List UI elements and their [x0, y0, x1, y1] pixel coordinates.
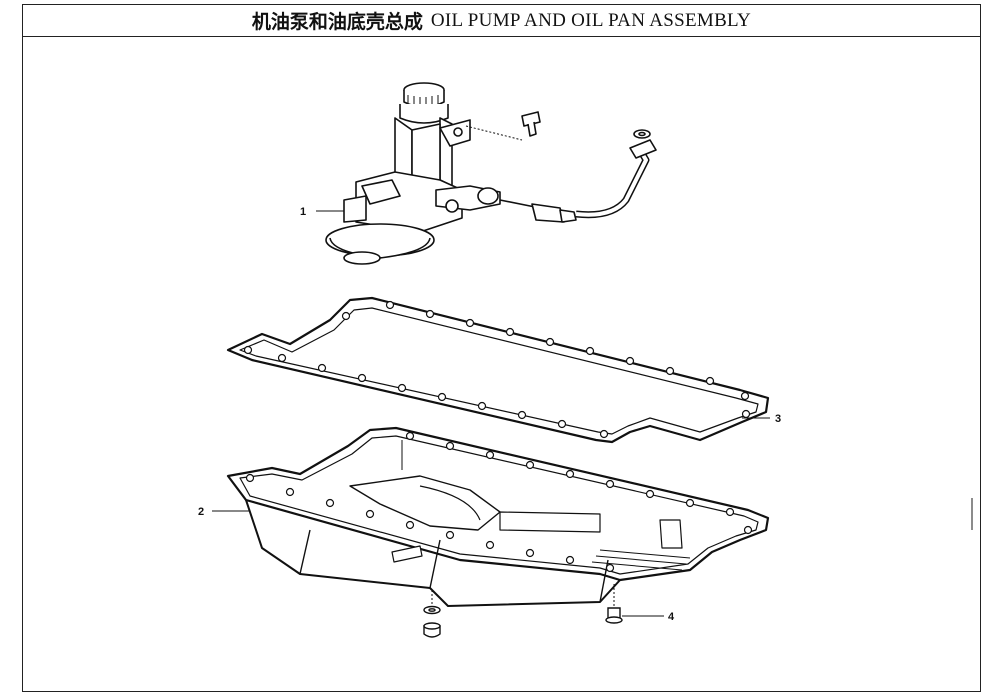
oil-pan-bolt-holes — [245, 431, 753, 573]
callout-4: 4 — [622, 611, 675, 623]
drain-plug — [423, 590, 441, 638]
gasket-bolt-holes — [243, 300, 751, 439]
oil-pan-bolt — [605, 584, 623, 624]
callout-1: 1 — [300, 206, 344, 218]
drawing-frame: 机油泵和油底壳总成 OIL PUMP AND OIL PAN ASSEMBLY — [22, 4, 981, 692]
callout-2: 2 — [198, 506, 250, 518]
title-chinese: 机油泵和油底壳总成 — [251, 11, 423, 33]
oil-pan-gasket — [226, 296, 770, 444]
oil-pump — [325, 82, 657, 265]
callout-label-4: 4 — [668, 611, 675, 623]
callout-3: 3 — [742, 413, 781, 425]
callout-label-1: 1 — [300, 206, 306, 218]
title-bar: 机油泵和油底壳总成 OIL PUMP AND OIL PAN ASSEMBLY — [23, 5, 980, 37]
oil-pan — [226, 426, 770, 607]
title-english: OIL PUMP AND OIL PAN ASSEMBLY — [430, 9, 752, 31]
callout-label-2: 2 — [198, 506, 204, 518]
callout-label-3: 3 — [775, 413, 781, 425]
